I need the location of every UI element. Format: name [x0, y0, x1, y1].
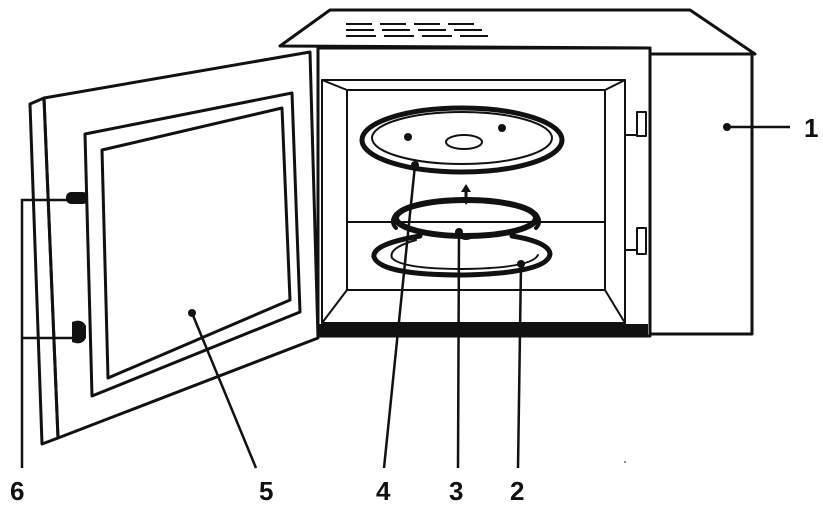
callout-5: 5: [259, 476, 273, 506]
leader-lines: [20, 125, 790, 469]
vent-slots: [346, 23, 488, 37]
door-window: [100, 106, 292, 380]
cabinet: [278, 8, 757, 338]
door-latch-top: [66, 192, 88, 204]
callout-4: 4: [376, 476, 391, 506]
glass-tray: [359, 105, 565, 175]
callout-1: 1: [804, 113, 818, 143]
door-latch-bottom: [72, 320, 86, 344]
door: [28, 50, 320, 446]
roller-ring: [391, 197, 541, 240]
callout-3: 3: [449, 476, 463, 506]
turntable-shaft: [371, 233, 553, 278]
hinge-top: [636, 111, 647, 137]
hinge-bottom: [636, 227, 647, 255]
control-panel: [648, 52, 754, 336]
callout-6: 6: [10, 476, 24, 506]
cabinet-base: [318, 324, 648, 337]
callout-2: 2: [510, 476, 524, 506]
